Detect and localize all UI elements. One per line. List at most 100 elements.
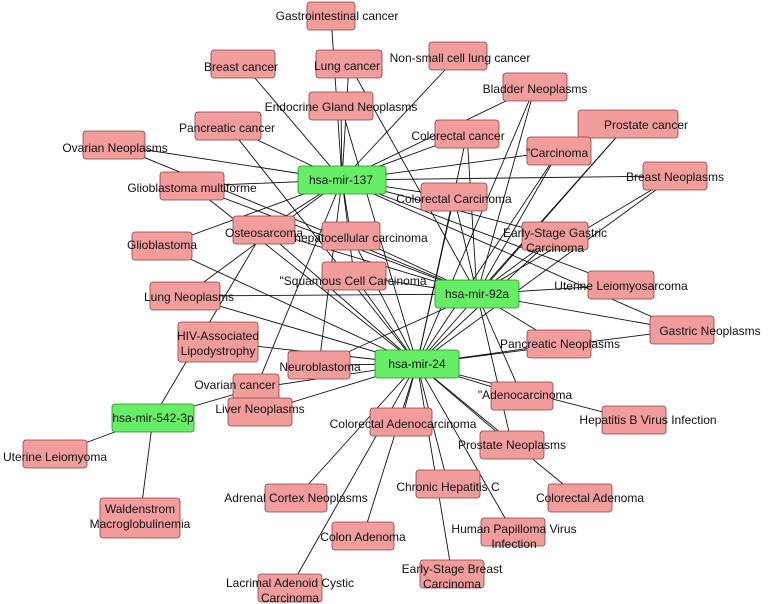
node-label: "Adenocarcinoma bbox=[478, 388, 573, 402]
node-label: Endocrine Gland Neoplasms bbox=[265, 100, 418, 114]
node-label: Adrenal Cortex Neoplasms bbox=[224, 491, 367, 505]
node-label: Gastric Neoplasms bbox=[659, 324, 760, 338]
node-box bbox=[526, 136, 592, 166]
disease-node-adrenal[interactable]: Adrenal Cortex Neoplasms bbox=[224, 483, 368, 513]
node-box bbox=[526, 329, 592, 359]
node-label: Colorectal Adenocarcinoma bbox=[330, 417, 477, 431]
node-label: Pancreatic Neoplasms bbox=[500, 337, 620, 351]
node-label: "Squamous Cell Carcinoma bbox=[280, 274, 427, 288]
disease-node-adeno[interactable]: "Adenocarcinoma bbox=[478, 381, 573, 411]
edge-m24-carcinoma bbox=[416, 150, 560, 365]
node-label: Liver Neoplasms bbox=[215, 402, 304, 416]
node-label: Colon Adenoma bbox=[320, 530, 406, 544]
edge-m92a-colCarc bbox=[453, 196, 478, 295]
node-label: Prostate Neoplasms bbox=[458, 438, 566, 452]
edge-m92a-lungN bbox=[184, 293, 478, 297]
edge-m24-squamous bbox=[353, 275, 418, 365]
disease-node-colCarc[interactable]: Colorectal Carcinoma bbox=[396, 182, 512, 212]
disease-node-glioMult[interactable]: Glioblastoma multiforme bbox=[127, 171, 257, 201]
disease-node-colonAdenoma[interactable]: Colon Adenoma bbox=[320, 521, 406, 551]
node-box bbox=[547, 483, 613, 513]
node-box bbox=[331, 521, 395, 551]
node-label: Colorectal Carcinoma bbox=[396, 192, 512, 206]
disease-node-chronHepC[interactable]: Chronic Hepatitis C bbox=[396, 469, 500, 499]
disease-node-ovarianc[interactable]: Ovarian cancer bbox=[194, 373, 280, 403]
node-box bbox=[297, 165, 387, 195]
disease-node-uterineLeio[interactable]: Uterine Leiomyosarcoma bbox=[554, 270, 688, 300]
disease-node-glioblastoma[interactable]: Glioblastoma bbox=[127, 231, 197, 261]
node-box bbox=[149, 281, 221, 311]
edge-m24-breastN bbox=[416, 175, 676, 365]
disease-node-breastN[interactable]: Breast Neoplasms bbox=[626, 161, 724, 191]
disease-node-lungN[interactable]: Lung Neoplasms bbox=[144, 281, 234, 311]
disease-node-liverN[interactable]: Liver Neoplasms bbox=[215, 397, 305, 427]
disease-node-colorc[interactable]: Colorectal cancer bbox=[411, 119, 505, 149]
mirna-node-m92a[interactable]: hsa-mir-92a bbox=[434, 279, 520, 309]
node-box bbox=[601, 405, 667, 435]
disease-node-breastc[interactable]: Breast cancer bbox=[204, 49, 278, 79]
disease-node-uterineLeioma[interactable]: Uterine Leiomyoma bbox=[3, 439, 107, 469]
node-label: "Carcinoma bbox=[526, 146, 589, 160]
disease-node-squamous[interactable]: "Squamous Cell Carcinoma bbox=[280, 261, 427, 291]
disease-node-colorAdenoma[interactable]: Colorectal Adenoma bbox=[536, 483, 644, 513]
node-box bbox=[369, 407, 433, 437]
disease-node-pancN[interactable]: Pancreatic Neoplasms bbox=[500, 329, 620, 359]
disease-node-prostN[interactable]: Prostate Neoplasms bbox=[458, 430, 566, 460]
disease-node-bladder[interactable]: Bladder Neoplasms bbox=[483, 72, 588, 102]
disease-node-endocrine[interactable]: Endocrine Gland Neoplasms bbox=[265, 91, 418, 121]
node-label: Gastrointestinal cancer bbox=[276, 9, 399, 23]
node-label: hsa-mir-24 bbox=[388, 357, 446, 371]
disease-node-nsclc[interactable]: Non-small cell lung cancer bbox=[390, 41, 531, 71]
node-label: Lung Neoplasms bbox=[144, 290, 234, 304]
node-box bbox=[434, 119, 500, 149]
disease-node-ovarianN[interactable]: Ovarian Neoplasms bbox=[62, 130, 168, 160]
disease-node-osteo[interactable]: Osteosarcoma bbox=[225, 215, 303, 245]
node-box bbox=[321, 261, 387, 291]
node-box bbox=[257, 573, 323, 603]
node-box bbox=[480, 517, 546, 547]
disease-node-gastro[interactable]: Gastrointestinal cancer bbox=[276, 1, 399, 31]
edge-m92a-carcinoma bbox=[476, 150, 560, 295]
node-label: Hepatitis B Virus Infection bbox=[579, 413, 716, 427]
disease-node-pancc[interactable]: Pancreatic cancer bbox=[179, 111, 275, 141]
node-box bbox=[99, 497, 181, 539]
edge-m24-lacrimal bbox=[289, 363, 418, 589]
node-label: hsa-mir-542-3p bbox=[112, 411, 194, 425]
edge-m24-osteo bbox=[263, 229, 418, 365]
mirna-node-m137[interactable]: hsa-mir-137 bbox=[297, 165, 387, 195]
disease-node-lungc[interactable]: Lung cancer bbox=[314, 49, 383, 79]
node-label: Ovarian cancer bbox=[194, 378, 275, 392]
node-layer: hsa-mir-137 hsa-mir-92a hsa-mir-24 hsa-mir-… bbox=[3, 1, 761, 604]
node-box bbox=[649, 315, 715, 345]
mirna-node-m542[interactable]: hsa-mir-542-3p bbox=[111, 403, 195, 433]
edge-m92a-prostN bbox=[476, 293, 513, 446]
node-box bbox=[587, 270, 655, 300]
disease-node-hepato[interactable]: hepatocellular carcinoma bbox=[294, 221, 428, 251]
disease-node-colAdeno[interactable]: Colorectal Adenocarcinoma bbox=[330, 407, 477, 437]
edge-m137-uterineLeio bbox=[341, 179, 622, 286]
node-label: Breast cancer bbox=[204, 60, 278, 74]
node-box bbox=[264, 483, 328, 513]
node-label: Colorectal Adenoma bbox=[536, 491, 644, 505]
disease-node-carcinoma[interactable]: "Carcinoma bbox=[526, 136, 592, 166]
node-label: hsa-mir-92a bbox=[445, 287, 509, 301]
edge-m24-hpv bbox=[416, 363, 514, 533]
edge-m24-glioMult bbox=[191, 185, 418, 365]
mirna-node-m24[interactable]: hsa-mir-24 bbox=[374, 349, 460, 379]
node-label: Uterine Leiomyoma bbox=[3, 450, 107, 464]
disease-node-neuro[interactable]: Neuroblastoma bbox=[279, 350, 361, 380]
disease-node-prostc[interactable]: Prostate cancer bbox=[577, 109, 688, 139]
edge-m24-chronHepC bbox=[416, 363, 449, 485]
disease-node-hepB[interactable]: Hepatitis B Virus Infection bbox=[579, 405, 717, 435]
disease-node-gastricN[interactable]: Gastric Neoplasms bbox=[649, 315, 761, 345]
